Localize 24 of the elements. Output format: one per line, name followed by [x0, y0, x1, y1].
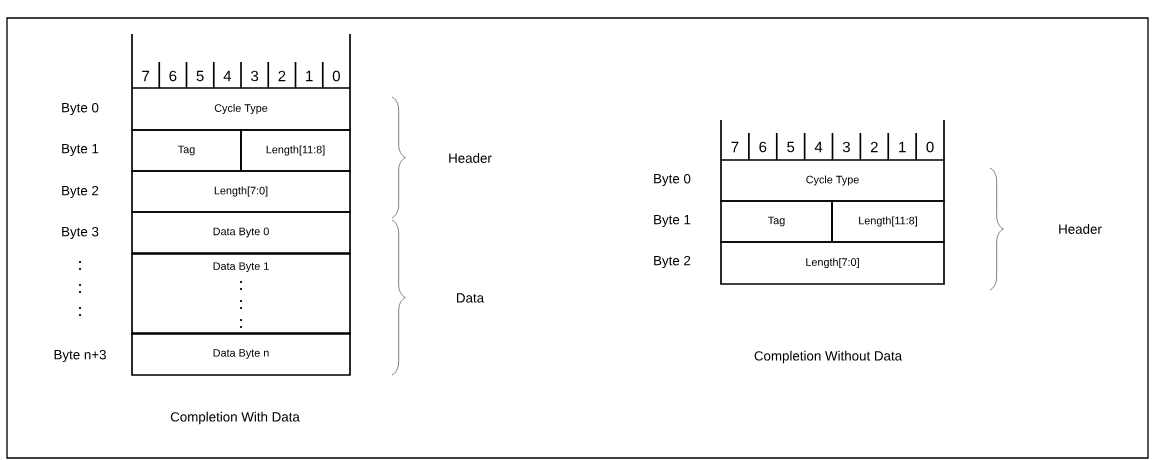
- byte-label: Byte 0: [62, 102, 99, 116]
- field-cell: Tag: [131, 129, 242, 172]
- byte-label: Byte 1: [654, 215, 691, 227]
- section-label: Header: [449, 153, 492, 163]
- field-cell: Cycle Type: [720, 159, 945, 202]
- field-cell: Data Byte n: [131, 332, 351, 376]
- byte-label: Byte 3: [62, 226, 99, 240]
- field-cell: Length[7:0]: [131, 170, 351, 213]
- section-label: Header: [1059, 224, 1102, 234]
- field-cell: Cycle Type: [131, 87, 351, 131]
- section-label: Data: [457, 293, 485, 303]
- byte-label: Byte 2: [62, 185, 99, 199]
- field-cell: Length[11:8]: [831, 200, 945, 243]
- byte-label: Byte 2: [654, 255, 691, 269]
- field-cell: Data Byte 0: [131, 211, 351, 254]
- field-cell: Data Byte 1: [131, 253, 351, 335]
- field-cell: Tag: [720, 200, 833, 243]
- caption: Completion Without Data: [754, 350, 903, 364]
- field-cell: Length[11:8]: [240, 129, 351, 172]
- byte-label: Byte 0: [654, 173, 691, 187]
- byte-label: Byte 1: [62, 144, 99, 156]
- byte-label: Byte n+3: [54, 349, 106, 363]
- field-cell: Length[7:0]: [720, 241, 945, 285]
- caption: Completion With Data: [170, 411, 300, 425]
